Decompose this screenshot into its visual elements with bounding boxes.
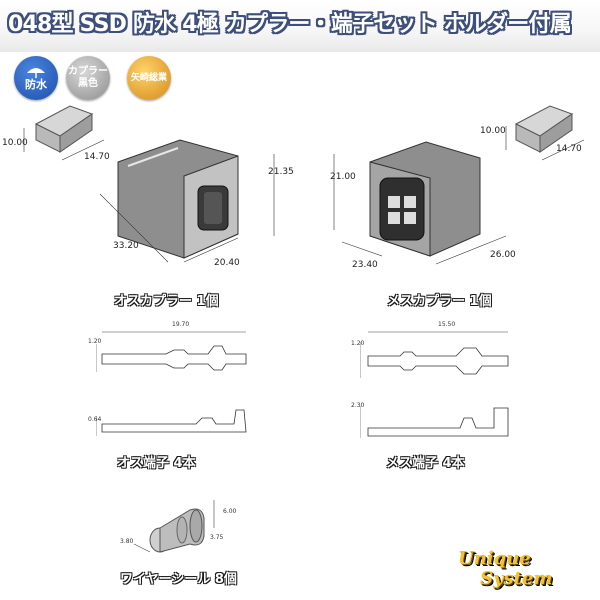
female-terminal-drawing <box>360 331 509 438</box>
female-coupler-drawing <box>333 141 507 265</box>
holder-left-drawing <box>23 105 105 161</box>
color-badge: カプラー 黒色 <box>66 56 110 100</box>
female-coupler-dim-length: 23.40 <box>352 260 378 270</box>
waterproof-badge: 防水 <box>14 56 58 100</box>
female-coupler-dim-height: 21.00 <box>330 172 356 182</box>
color-badge-line2: 黒色 <box>78 78 98 89</box>
header-bar: 048型 SSD 防水 4極 カプラー・端子セット ホルダー付属 <box>0 0 600 52</box>
seal-dim-outer: 3.75 <box>210 534 224 541</box>
brand-badge-label: 矢崎総業 <box>130 73 167 83</box>
male-coupler-dim-height: 21.35 <box>268 167 294 177</box>
holder-left-dim-width: 14.70 <box>84 152 110 162</box>
male-coupler-label: オスカプラー 1個 <box>114 294 219 309</box>
unique-system-logo: Unique System <box>458 548 598 596</box>
brand-badge: 矢崎総業 <box>127 56 171 100</box>
male-terminal-dim-length: 19.70 <box>172 321 190 328</box>
female-terminal-dim-h2: 2.30 <box>351 402 365 409</box>
female-terminal-label: メス端子 4本 <box>386 456 465 471</box>
holder-right-dim-height: 10.00 <box>480 126 506 136</box>
female-terminal-dim-length: 15.50 <box>438 321 456 328</box>
male-coupler-dim-length: 33.20 <box>113 241 139 251</box>
seal-dim-inner: 3.80 <box>120 538 134 545</box>
male-terminal-label: オス端子 4本 <box>117 456 196 471</box>
wire-seal-drawing <box>133 500 215 553</box>
male-coupler-drawing <box>99 139 275 263</box>
holder-right-dim-width: 14.70 <box>556 144 582 154</box>
male-coupler-dim-width: 20.40 <box>214 258 240 268</box>
waterproof-badge-label: 防水 <box>25 78 47 91</box>
logo-line1: Unique <box>458 548 531 569</box>
female-terminal-dim-h1: 1.20 <box>351 340 365 347</box>
male-terminal-dim-h2: 0.64 <box>88 416 102 423</box>
color-badge-line1: カプラー <box>68 66 108 77</box>
umbrella-icon <box>27 68 45 78</box>
male-terminal-dim-h1: 1.20 <box>88 338 102 345</box>
wire-seal-label: ワイヤーシール 8個 <box>120 572 237 587</box>
female-coupler-label: メスカプラー 1個 <box>387 294 492 309</box>
page-title: 048型 SSD 防水 4極 カプラー・端子セット ホルダー付属 <box>8 12 572 37</box>
holder-right-drawing <box>505 105 585 161</box>
seal-dim-height: 6.00 <box>223 508 237 515</box>
female-coupler-dim-width: 26.00 <box>490 250 516 260</box>
male-terminal-drawing <box>96 331 247 436</box>
holder-left-dim-height: 10.00 <box>2 138 28 148</box>
logo-line2: System <box>480 568 553 589</box>
